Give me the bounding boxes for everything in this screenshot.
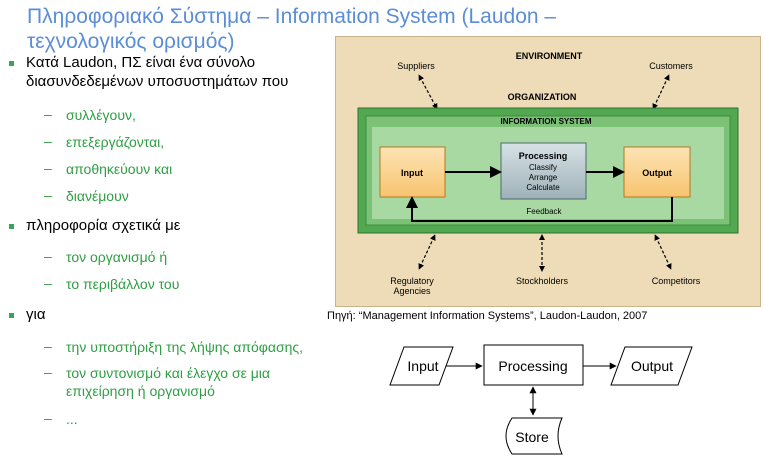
flow-processing-label: Processing xyxy=(498,358,567,374)
bullet-marker xyxy=(9,313,14,318)
flow-store-label: Store xyxy=(515,429,549,445)
bullet-3-sub-1: την υποστήριξη της λήψης απόφασης, xyxy=(66,339,304,355)
processing-step-calculate: Calculate xyxy=(526,183,560,192)
dash-marker: – xyxy=(44,248,52,264)
bullet-2-text: πληροφορία σχετικά με xyxy=(26,217,181,234)
bullet-1-sub-1: συλλέγουν, xyxy=(66,107,136,123)
organization-label: ORGANIZATION xyxy=(508,92,577,102)
bullet-3-text: για xyxy=(26,306,46,323)
dash-marker: – xyxy=(44,275,52,291)
flow-processing-shape xyxy=(483,344,584,386)
regulatory-label-2: Agencies xyxy=(393,286,431,296)
dash-marker: – xyxy=(44,410,52,426)
processing-label: Processing xyxy=(519,151,568,161)
figure-caption: Πηγή: “Management Information Systems”, … xyxy=(327,310,648,322)
bullet-2-sub-1: τον οργανισμό ή xyxy=(66,249,168,265)
bullet-1-sub-3: αποθηκεύουν και xyxy=(66,161,173,177)
dash-marker: – xyxy=(44,160,52,176)
input-box xyxy=(379,146,446,198)
information-system-diagram: ENVIRONMENT Suppliers Customers ORGANIZA… xyxy=(357,51,739,296)
flowchart-diagram: Input Processing Output Store xyxy=(389,344,693,455)
feedback-label: Feedback xyxy=(526,207,562,216)
bullet-2-sub-2: το περιβάλλον του xyxy=(66,276,180,292)
bullet-marker xyxy=(9,61,14,66)
output-box xyxy=(623,146,691,198)
dash-marker: – xyxy=(44,338,52,354)
stockholders-label: Stockholders xyxy=(516,276,569,286)
customers-arrow xyxy=(652,74,670,110)
bullet-3-sub-3: ... xyxy=(66,411,78,427)
customers-label: Customers xyxy=(649,61,693,71)
flow-input-shape xyxy=(389,346,454,386)
dash-marker: – xyxy=(44,187,52,203)
regulatory-label-1: Regulatory xyxy=(390,276,434,286)
input-label: Input xyxy=(401,168,423,178)
information-system-label: INFORMATION SYSTEM xyxy=(501,117,592,126)
competitors-arrow xyxy=(654,234,672,270)
bullet-marker xyxy=(9,224,14,229)
output-label: Output xyxy=(642,168,672,178)
bullet-1-text: Κατά Laudon, ΠΣ είναι ένα σύνολο διασυνδ… xyxy=(26,54,289,90)
flow-store-shape xyxy=(505,417,563,455)
laudon-figure: ENVIRONMENT Suppliers Customers ORGANIZA… xyxy=(335,36,761,307)
dash-marker: – xyxy=(44,106,52,122)
flow-input-label: Input xyxy=(407,358,438,374)
dash-marker: – xyxy=(44,133,52,149)
flow-output-shape xyxy=(610,346,693,386)
bullet-1-sub-4: διανέμουν xyxy=(66,188,129,204)
processing-step-classify: Classify xyxy=(529,163,557,172)
flow-output-label: Output xyxy=(631,358,673,374)
suppliers-label: Suppliers xyxy=(397,61,435,71)
environment-label: ENVIRONMENT xyxy=(516,51,583,61)
regulatory-arrow xyxy=(418,234,436,270)
feedback-arrow xyxy=(406,196,673,222)
bullet-1-sub-2: επεξεργάζονται, xyxy=(66,134,165,150)
suppliers-arrow xyxy=(418,74,438,110)
processing-step-arrange: Arrange xyxy=(529,173,558,182)
bullet-3-sub-2: τον συντονισμό και έλεγχο σε μια επιχείρ… xyxy=(66,365,271,399)
dash-marker: – xyxy=(44,364,52,380)
slide-title: Πληροφοριακό Σύστημα – Information Syste… xyxy=(27,5,557,53)
competitors-label: Competitors xyxy=(652,276,701,286)
